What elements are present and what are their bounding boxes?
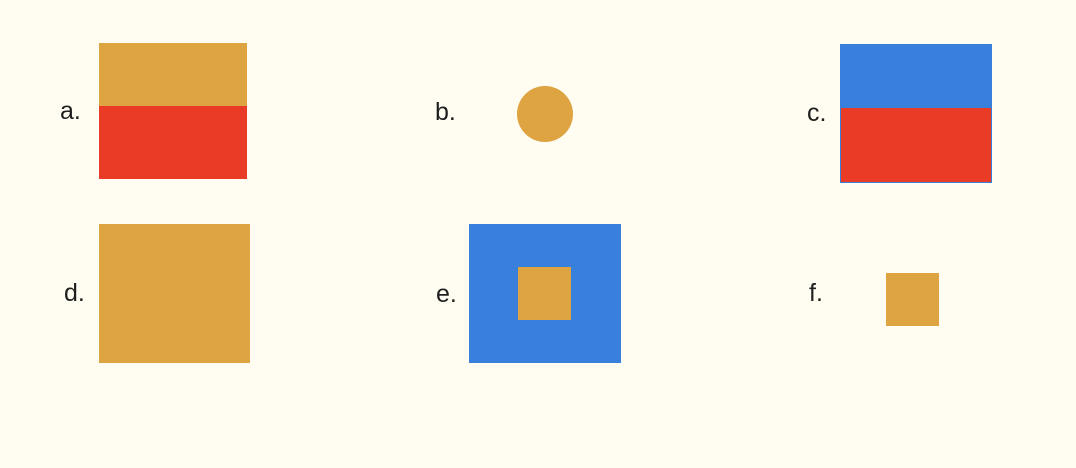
label-d: d.	[64, 279, 85, 307]
shape-b-circle	[517, 86, 573, 142]
shape-c-two-band-rectangle	[840, 44, 992, 183]
label-f: f.	[809, 279, 823, 307]
shape-e-outer-square	[469, 224, 621, 363]
shape-d-square	[99, 224, 250, 363]
shape-a-two-band-rectangle	[99, 43, 247, 179]
label-c: c.	[807, 99, 827, 127]
label-b: b.	[435, 98, 456, 126]
shape-f-small-square	[886, 273, 939, 326]
shape-a-bottom-band	[99, 106, 247, 179]
shape-a-top-band	[99, 43, 247, 106]
shape-e-inner-square	[518, 267, 571, 320]
label-a: a.	[60, 97, 81, 125]
label-e: e.	[436, 280, 457, 308]
shape-c-bottom-band	[841, 108, 991, 182]
shape-c-top-band	[841, 45, 991, 108]
